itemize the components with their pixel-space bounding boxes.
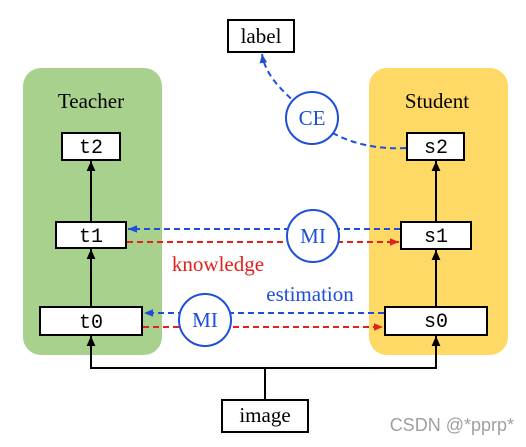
teacher-panel: Teacher (23, 68, 162, 355)
teacher-node-t1-text: t1 (79, 226, 103, 249)
student-node-s1: s1 (400, 221, 472, 250)
student-node-s2-text: s2 (424, 137, 448, 160)
student-node-s0-box (384, 306, 488, 336)
student-node-s1-text: s1 (424, 226, 448, 249)
image-node: image (221, 399, 309, 433)
mi-estimator-lower-circle (178, 293, 232, 347)
teacher-node-t2: t2 (61, 132, 121, 161)
teacher-node-t1: t1 (55, 221, 127, 249)
image-node-box (221, 399, 309, 433)
teacher-node-t2-box (61, 132, 121, 161)
mi-estimator-upper: MI (286, 209, 340, 263)
watermark-text: CSDN @*pprp* (390, 415, 514, 435)
label-node-box (227, 19, 295, 53)
student-node-s2-box (406, 132, 465, 161)
knowledge-annotation: knowledge (172, 252, 264, 276)
student-node-s0-text: s0 (424, 311, 448, 334)
label-node: label (227, 19, 295, 53)
student-panel: Student (369, 68, 508, 355)
student-node-s2: s2 (406, 132, 465, 161)
student-panel-background (369, 68, 508, 355)
ce-estimator-text: CE (299, 106, 326, 130)
teacher-title: Teacher (58, 89, 124, 113)
mi-estimator-upper-circle (286, 209, 340, 263)
mi-estimator-upper-text: MI (300, 224, 326, 248)
mi-estimator-lower: MI (178, 293, 232, 347)
teacher-node-t0-text: t0 (79, 312, 103, 335)
mi-estimator-lower-text: MI (192, 308, 218, 332)
teacher-node-t0: t0 (39, 306, 143, 336)
estimation-annotation: estimation (266, 282, 354, 306)
teacher-node-t2-text: t2 (79, 137, 103, 160)
student-title: Student (405, 89, 469, 113)
student-node-s0: s0 (384, 306, 488, 336)
student-node-s1-box (400, 221, 472, 250)
label-node-text: label (241, 24, 282, 48)
image-node-text: image (239, 403, 290, 427)
teacher-node-t0-box (39, 306, 143, 336)
input-trunk-edge (90, 367, 437, 399)
ce-estimator-circle (285, 91, 339, 145)
ce-estimator: CE (285, 91, 339, 145)
teacher-node-t1-box (55, 221, 127, 249)
teacher-panel-background (23, 68, 162, 355)
